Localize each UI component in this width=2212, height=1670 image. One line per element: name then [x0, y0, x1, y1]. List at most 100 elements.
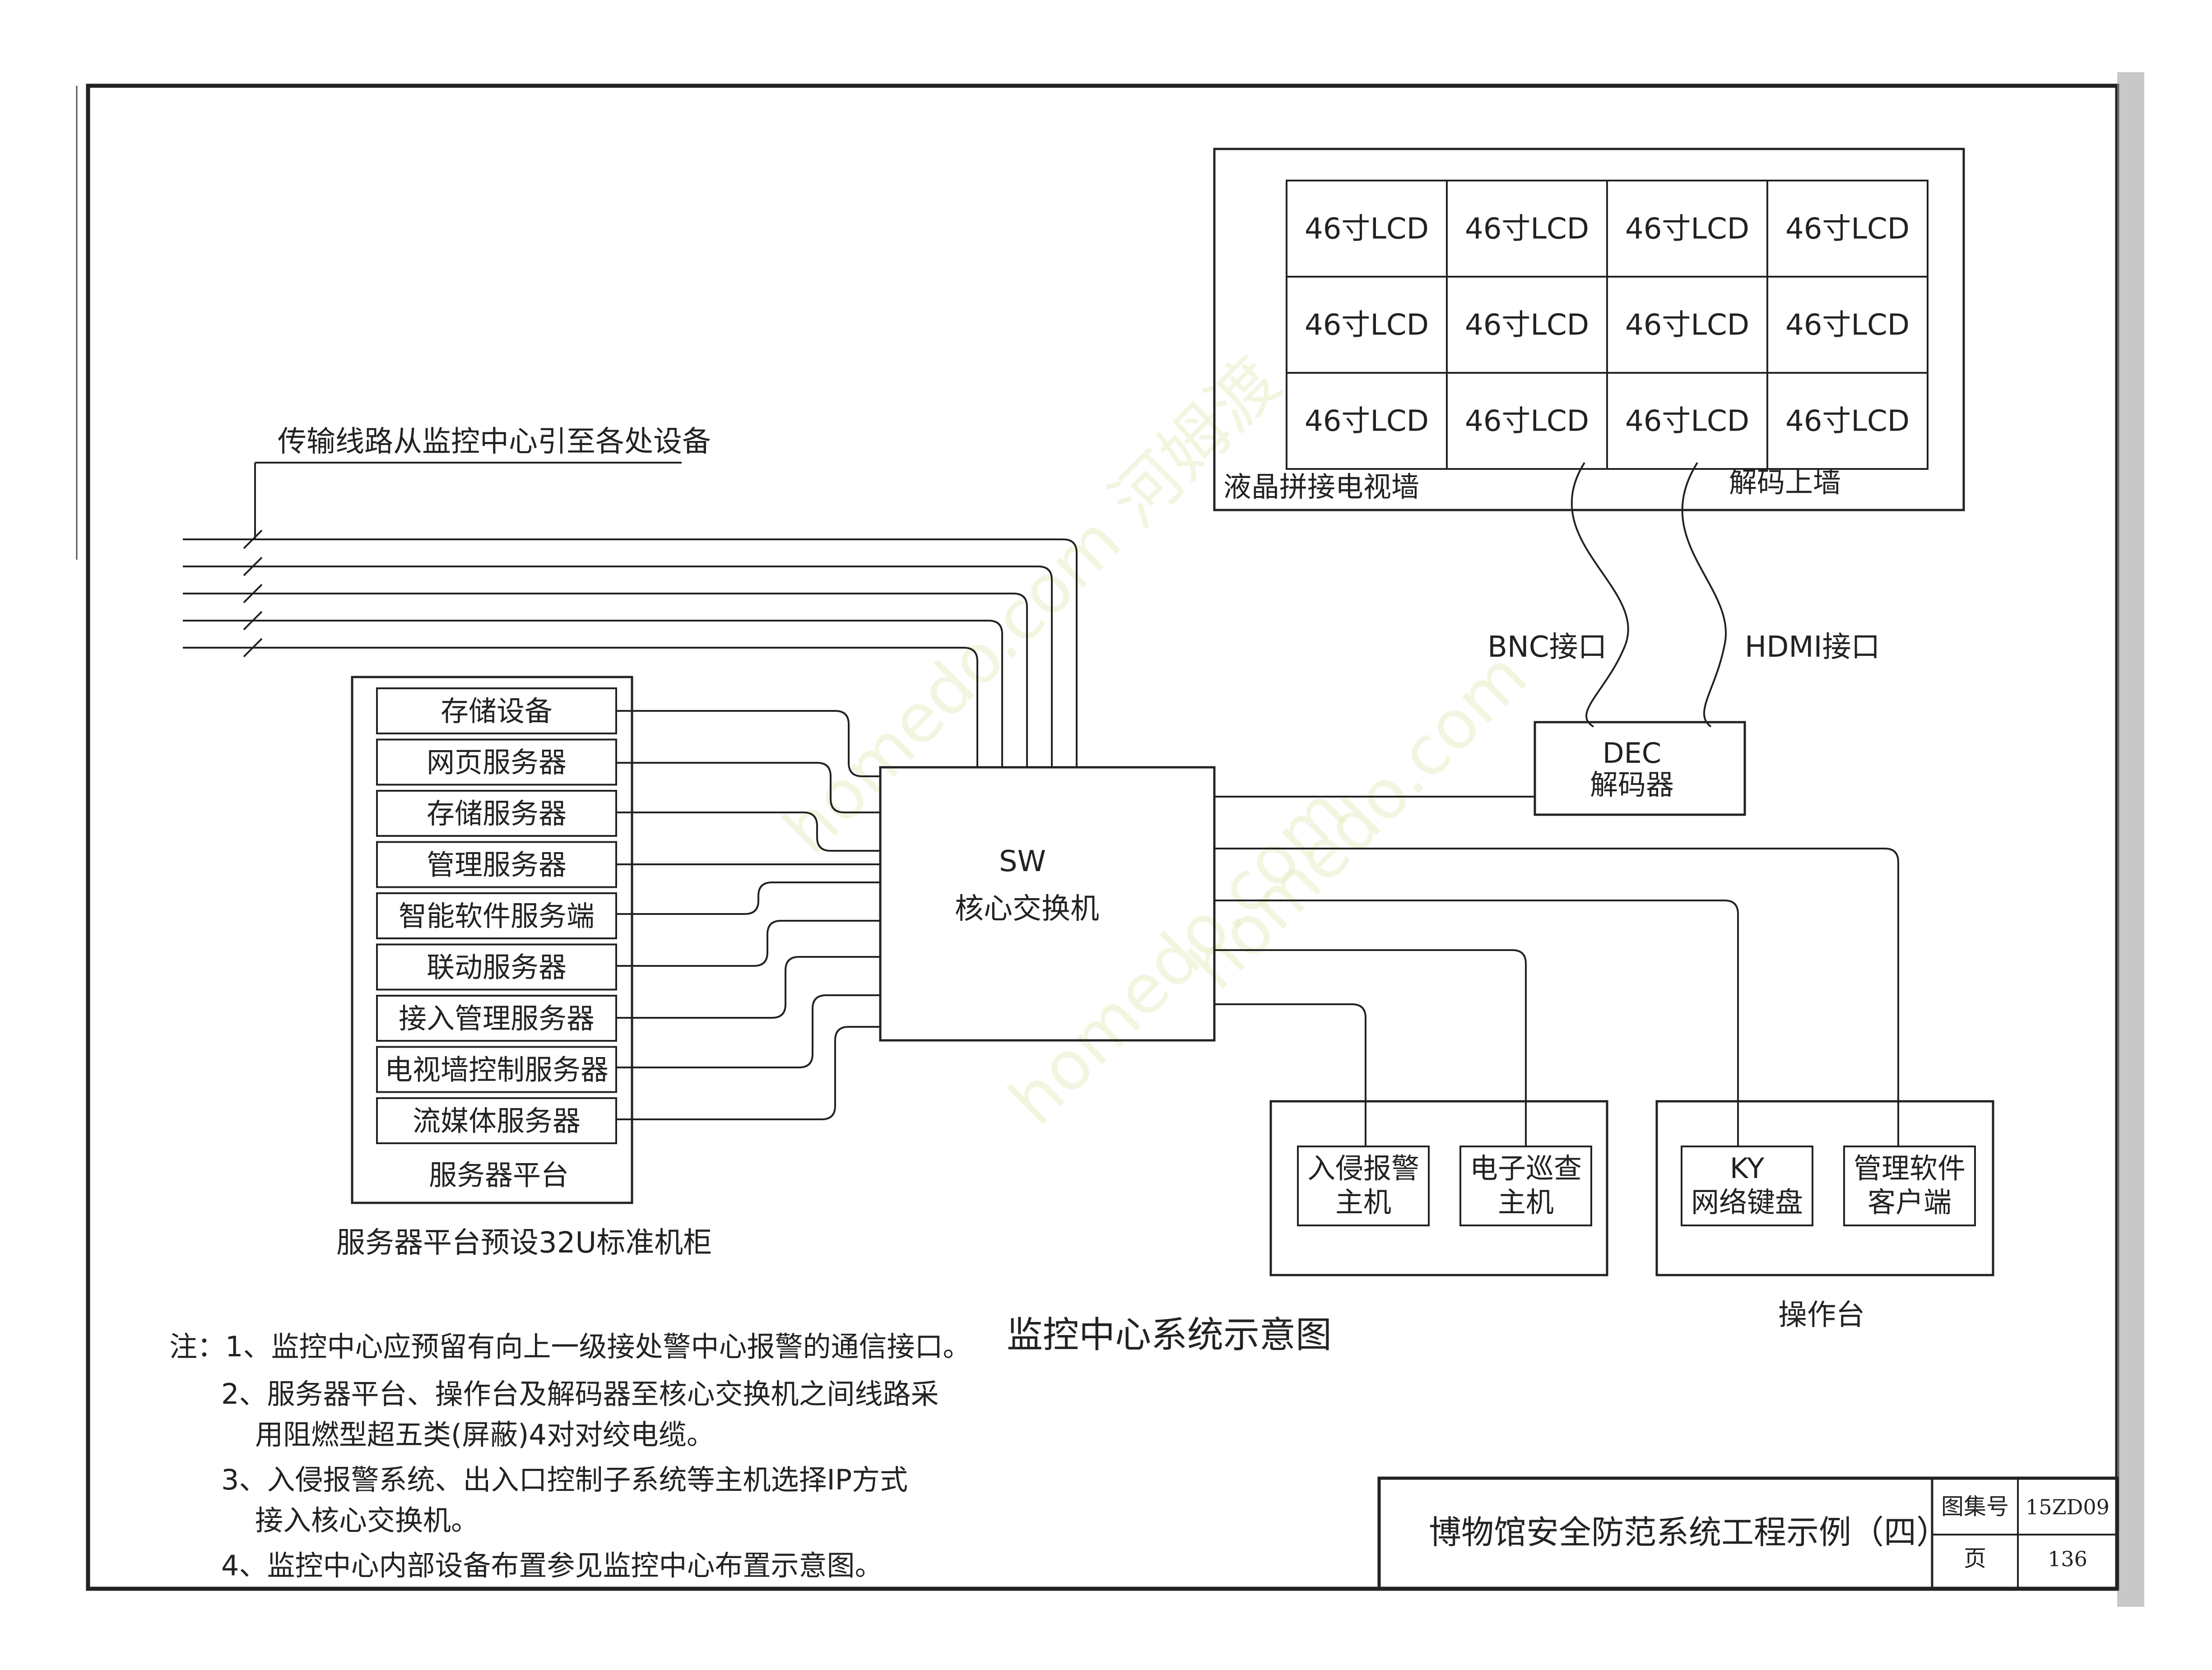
lcd-panel-label: 46寸LCD	[1785, 213, 1910, 246]
link-smart-software-server	[616, 881, 880, 915]
tick-2	[243, 557, 263, 576]
console-caption: 操作台	[1778, 1299, 1865, 1332]
server-slot	[376, 943, 617, 991]
server-slot-label: 网页服务器	[427, 746, 567, 779]
transmission-line-5	[183, 647, 978, 767]
note-line-1: 注：1、监控中心应预留有向上一级接处警中心报警的通信接口。	[169, 1330, 971, 1363]
transmission-line-3	[183, 593, 1028, 767]
lcd-panel-label: 46寸LCD	[1305, 213, 1429, 246]
server-platform-label: 服务器平台	[429, 1159, 569, 1192]
right-page-edge	[2117, 72, 2144, 1607]
server-rack-caption: 服务器平台预设32U标准机柜	[336, 1226, 712, 1260]
lcd-wall-caption: 液晶拼接电视墙	[1223, 470, 1419, 503]
note-line-6: 4、监控中心内部设备布置参见监控中心布置示意图。	[221, 1549, 883, 1582]
lcd-panel-label: 46寸LCD	[1625, 405, 1749, 438]
server-list: 存储设备网页服务器存储服务器管理服务器智能软件服务端联动服务器接入管理服务器电视…	[376, 687, 617, 1144]
server-slot-label: 接入管理服务器	[399, 1002, 595, 1035]
note-line-2: 2、服务器平台、操作台及解码器至核心交换机之间线路采	[221, 1378, 939, 1410]
server-slot-label: 电视墙控制服务器	[385, 1053, 609, 1086]
server-switch-links	[616, 710, 880, 1120]
server-slot-label: 流媒体服务器	[413, 1104, 581, 1137]
lcd-panel-label: 46寸LCD	[1465, 213, 1589, 246]
switch-label-line2: 核心交换机	[955, 892, 1099, 926]
link-streaming-server	[616, 1026, 880, 1120]
link-intrusion-host	[1214, 1003, 1366, 1146]
lcd-panel-label: 46寸LCD	[1305, 309, 1429, 342]
switch-right-links	[1214, 796, 1899, 1146]
atlas-number-label: 图集号	[1941, 1494, 2009, 1520]
transmission-line-2	[183, 566, 1053, 767]
server-slot	[376, 1097, 617, 1144]
decoder-frame	[1534, 721, 1746, 816]
link-linkage-server	[616, 920, 880, 967]
host-group: 入侵报警 主机 电子巡查 主机	[1269, 1100, 1608, 1276]
transmission-line-4	[183, 620, 1003, 767]
transmission-line-1	[183, 538, 1078, 767]
title-block: 博物馆安全防范系统工程示例（四） 图集号 15ZD09 页 136	[1377, 1476, 2119, 1591]
link-tv-wall-control-server	[616, 994, 880, 1068]
operator-console: KY 网络键盘 管理软件 客户端 操作台	[1655, 1100, 1994, 1332]
link-network-keyboard	[1214, 900, 1739, 1146]
link-management-client	[1214, 848, 1899, 1146]
bnc-interface-label: BNC接口	[1487, 631, 1607, 664]
lcd-panel-label: 46寸LCD	[1305, 405, 1429, 438]
tick-4	[243, 611, 263, 631]
core-switch: SW 核心交换机	[879, 766, 1216, 1042]
decoder-label-line1: DEC	[1603, 737, 1661, 770]
hdmi-interface-label: HDMI接口	[1745, 631, 1880, 664]
watermark-text-1: homedo.com 河姆渡	[768, 343, 1295, 869]
client-line1: 管理软件	[1854, 1152, 1966, 1185]
lcd-panel	[1766, 372, 1929, 470]
notes: 注：1、监控中心应预留有向上一级接处警中心报警的通信接口。 2、服务器平台、操作…	[169, 1330, 971, 1582]
link-access-management-server	[616, 956, 880, 1019]
drawing-title: 博物馆安全防范系统工程示例（四）	[1429, 1513, 1949, 1551]
atlas-number: 15ZD09	[2026, 1495, 2110, 1519]
tick-5	[243, 638, 263, 658]
lcd-panel-label: 46寸LCD	[1625, 213, 1749, 246]
network-keyboard-box	[1681, 1146, 1813, 1226]
link-web-server	[616, 762, 880, 813]
core-switch-frame	[879, 766, 1216, 1042]
server-slot-label: 智能软件服务端	[399, 900, 595, 932]
lcd-grid: 46寸LCD 46寸LCD 46寸LCD 46寸LCD 46寸LCD 46寸LCD 46寸L…	[1286, 180, 1929, 470]
tick-3	[243, 584, 263, 603]
note-line-5: 接入核心交换机。	[255, 1504, 479, 1537]
diagram-title: 监控中心系统示意图	[1007, 1314, 1332, 1356]
server-rack: 存储设备网页服务器存储服务器管理服务器智能软件服务端联动服务器接入管理服务器电视…	[336, 676, 712, 1260]
server-slot-label: 联动服务器	[427, 951, 567, 984]
lcd-panel-label: 46寸LCD	[1785, 405, 1910, 438]
intrusion-host-line1: 入侵报警	[1307, 1152, 1419, 1185]
bnc-cable	[1571, 462, 1629, 728]
keyboard-line1: KY	[1730, 1152, 1764, 1185]
server-slot-label: 存储设备	[441, 695, 553, 728]
management-client-box	[1843, 1146, 1976, 1226]
server-slot-label: 管理服务器	[427, 849, 567, 881]
tick-1	[243, 529, 263, 549]
page-label: 页	[1964, 1545, 1986, 1572]
patrol-host-box	[1459, 1146, 1592, 1226]
transmission-label: 传输线路从监控中心引至各处设备	[278, 425, 711, 459]
page-number: 136	[2048, 1547, 2087, 1571]
decoder-box: DEC 解码器	[1534, 721, 1746, 816]
link-patrol-host	[1214, 949, 1527, 1146]
title-block-frame	[1377, 1476, 2119, 1591]
decode-to-wall-label: 解码上墙	[1729, 466, 1841, 499]
server-rack-frame	[351, 676, 633, 1204]
host-group-frame	[1269, 1100, 1608, 1276]
transmission-lines: 传输线路从监控中心引至各处设备	[183, 425, 1078, 767]
note-line-4: 3、入侵报警系统、出入口控制子系统等主机选择IP方式	[221, 1463, 908, 1496]
hdmi-cable	[1681, 462, 1727, 728]
lcd-panel-label: 46寸LCD	[1465, 405, 1589, 438]
switch-label-line1: SW	[999, 845, 1046, 878]
lcd-panel-label: 46寸LCD	[1625, 309, 1749, 342]
client-line2: 客户端	[1868, 1186, 1952, 1219]
link-storage-device	[616, 710, 880, 777]
console-frame	[1655, 1100, 1994, 1276]
server-slot-label: 存储服务器	[427, 797, 567, 830]
server-slot	[376, 1046, 617, 1093]
lcd-wall-frame	[1213, 148, 1965, 511]
patrol-host-line1: 电子巡查	[1470, 1152, 1582, 1185]
note-line-3: 用阻燃型超五类(屏蔽)4对对绞电缆。	[255, 1418, 715, 1451]
intrusion-alarm-host-box	[1297, 1146, 1430, 1226]
